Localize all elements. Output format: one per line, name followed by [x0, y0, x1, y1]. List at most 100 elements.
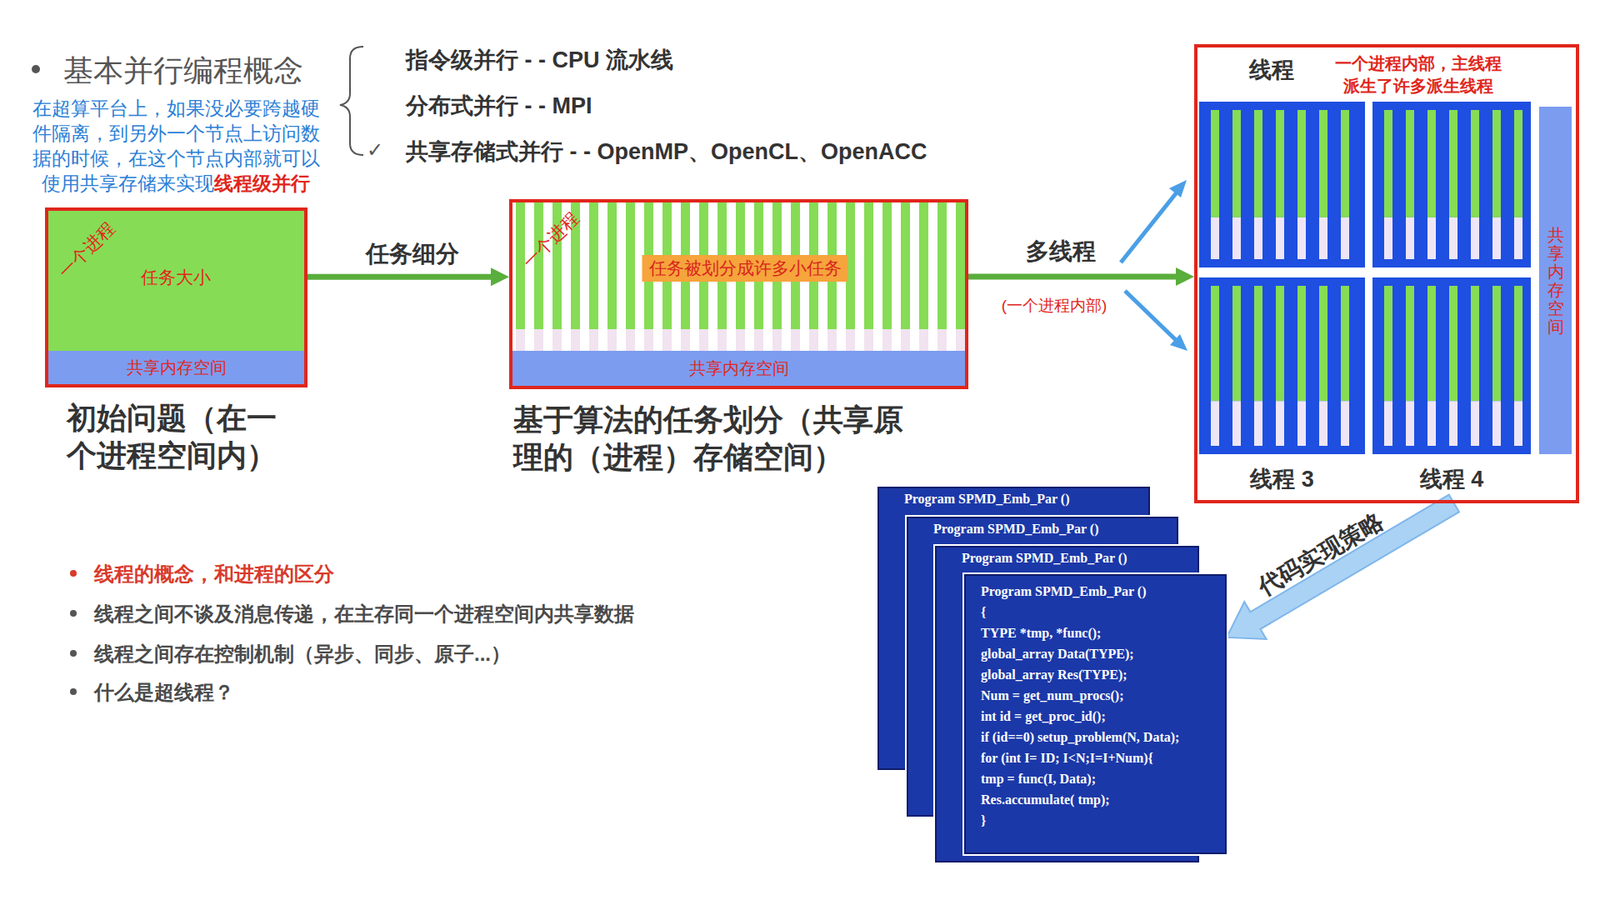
- code-line: Num = get_num_procs();: [980, 688, 1124, 704]
- thread-bar: [1405, 285, 1415, 401]
- bullet-text: 什么是超线程？: [94, 679, 235, 706]
- thread-bar: [1514, 285, 1523, 401]
- heading: 初始问题（在一个进程空间内）: [66, 399, 288, 475]
- memory-band: 共享内存空间: [1539, 106, 1572, 455]
- bullet-dot: [70, 650, 77, 657]
- task-stripe: [809, 329, 819, 351]
- task-stripe: [955, 202, 965, 330]
- thread-bar: [1319, 217, 1328, 260]
- thread-bar: [1297, 400, 1306, 446]
- list-item: 共享存储式并行 - - OpenMP、OpenCL、OpenACC: [405, 136, 927, 167]
- task-stripes: [515, 202, 965, 351]
- task-stripe: [937, 329, 947, 351]
- memory-band: 共享内存空间: [512, 350, 965, 386]
- bullet-dot: [31, 65, 40, 74]
- bullet-dot: [70, 688, 77, 695]
- task-stripe: [662, 329, 672, 351]
- task-stripe: [772, 329, 782, 351]
- process-box: 一个进程任务被划分成许多小任务基于算法的任务划分（共享原理的（进程）存储空间）共…: [509, 199, 969, 390]
- code-card: Program SPMD_Emb_Par () { TYPE *tmp, *func…: [964, 574, 1227, 855]
- thread-blocks: [1199, 101, 1531, 455]
- task-stripe: [534, 329, 544, 351]
- thread-bar: [1384, 110, 1393, 218]
- task-stripe: [735, 329, 745, 351]
- connector-arrow: [968, 267, 1195, 286]
- code-line: tmp = func(I, Data);: [980, 771, 1096, 787]
- connector-arrow: [307, 267, 510, 286]
- thread-bar: [1470, 217, 1480, 260]
- thread-bar: [1449, 110, 1458, 218]
- thread-bar: [1427, 110, 1436, 218]
- thread-bar: [1254, 400, 1263, 446]
- thread-bar: [1340, 285, 1350, 401]
- fan-arrow-head: [1170, 334, 1188, 351]
- fan-arrow: [1120, 192, 1177, 263]
- thread-block: 线程: [1199, 101, 1365, 268]
- thread-bar: [1427, 217, 1436, 260]
- thread-label: 线程 3: [1199, 464, 1365, 495]
- thread-bar: [1405, 110, 1415, 218]
- note-text: 在超算平台上，如果没必要跨越硬件隔离，到另外一个节点上访问数据的时候，在这个节点…: [25, 96, 327, 197]
- code-line: Program SPMD_Emb_Par (): [961, 550, 1127, 566]
- thread-bar: [1492, 110, 1501, 218]
- task-stripe: [937, 202, 947, 330]
- task-stripe: [919, 329, 929, 351]
- note-highlight: 线程级并行: [214, 172, 310, 195]
- fan-arrow-head: [1169, 180, 1187, 198]
- thread-bar: [1492, 400, 1501, 446]
- task-stripe: [607, 202, 617, 330]
- thread-bar: [1449, 217, 1458, 260]
- thread-bar: [1210, 110, 1220, 218]
- code-line: {: [980, 605, 986, 620]
- task-stripe: [790, 329, 800, 351]
- code-line: Program SPMD_Emb_Par (): [980, 584, 1146, 600]
- thread-bar: [1384, 217, 1393, 260]
- thread-bar: [1449, 400, 1458, 446]
- task-stripe: [900, 202, 910, 330]
- code-line: Program SPMD_Emb_Par (): [933, 521, 1099, 537]
- rotated-label: 一个进程: [53, 216, 120, 283]
- thread-block: [1199, 277, 1365, 455]
- thread-bar: [1254, 110, 1263, 218]
- thread-block: [1372, 277, 1531, 455]
- code-line: TYPE *tmp, *func();: [980, 625, 1101, 641]
- bullet-dot: [70, 570, 77, 577]
- task-stripe: [754, 329, 764, 351]
- thread-block: [1372, 101, 1531, 268]
- thread-bar: [1514, 110, 1523, 218]
- thread-bar: [1210, 217, 1220, 260]
- thread-bar: [1384, 400, 1393, 446]
- task-stripe: [864, 202, 874, 330]
- task-stripe: [644, 329, 654, 351]
- thread-bar: [1427, 285, 1436, 401]
- thread-bar: [1319, 110, 1328, 218]
- edge-note: (一个进程内部): [1001, 295, 1108, 317]
- bullet-text: 线程的概念，和进程的区分: [94, 560, 335, 588]
- thread-bar: [1232, 285, 1241, 401]
- code-line: global_array Res(TYPE);: [980, 667, 1128, 683]
- thread-bar: [1492, 217, 1501, 260]
- list-item: 指令级并行 - - CPU 流水线: [405, 45, 674, 75]
- box-text: 任务被划分成许多小任务: [642, 255, 849, 282]
- thread-bar: [1492, 285, 1501, 401]
- thread-bar: [1232, 400, 1241, 446]
- band-text: 共享内存空间: [1547, 225, 1565, 336]
- process-box: 一个进程任务大小初始问题（在一个进程空间内）共享内存空间: [45, 207, 308, 388]
- thread-bar: [1254, 217, 1263, 260]
- thread-bar: [1275, 400, 1285, 446]
- thread-bar: [1449, 285, 1458, 401]
- task-stripe: [515, 329, 525, 351]
- thread-bar: [1340, 217, 1350, 260]
- process-box: 一个进程内部，主线程派生了许多派生线程线程线程 3线程 4共享内存空间: [1194, 44, 1580, 504]
- fan-arrow: [1125, 290, 1176, 340]
- task-stripe: [607, 329, 617, 351]
- check-mark: ✓: [366, 138, 384, 162]
- task-stripe: [919, 202, 929, 330]
- code-line: }: [980, 813, 986, 829]
- task-stripe: [589, 329, 599, 351]
- thread-bar: [1405, 400, 1415, 446]
- task-stripe: [699, 329, 709, 351]
- bullet-text: 线程之间存在控制机制（异步、同步、原子...）: [94, 640, 511, 668]
- bullet-dot: [70, 610, 77, 617]
